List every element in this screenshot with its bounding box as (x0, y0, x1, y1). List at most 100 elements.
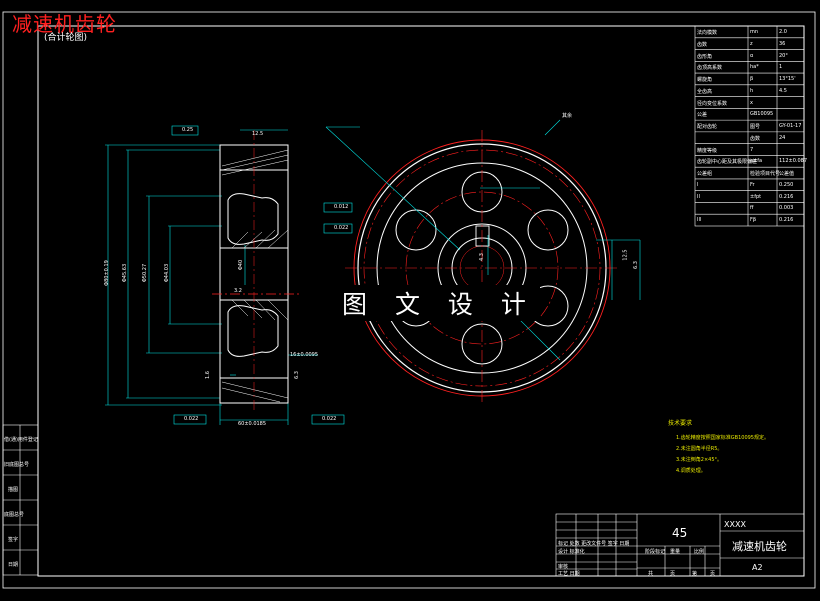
param-cell: 公差组 (697, 171, 713, 178)
param-cell: 1 (779, 64, 783, 71)
param-cell: 0.250 (779, 181, 794, 188)
roughness-top: 12.5 (252, 131, 264, 137)
param-cell: β (750, 76, 754, 83)
left-label: 签字 (8, 537, 19, 543)
left-label: 日期 (8, 562, 19, 568)
section-view (105, 125, 353, 425)
param-cell: 齿数 (750, 135, 761, 142)
keyway-dim: 16±0.0095 (290, 352, 319, 358)
param-cell: Fr (750, 181, 755, 188)
param-cell: 36 (779, 40, 786, 47)
param-cell: Fβ (750, 217, 757, 224)
width-dim: 60±0.0185 (238, 421, 267, 427)
param-cell: x (750, 99, 753, 106)
dia-outer: Φ80±0.19 (103, 260, 110, 286)
param-cell: 2.0 (779, 29, 787, 35)
param-cell: III (697, 217, 702, 224)
title-col-label: 阶段标记 (645, 549, 666, 555)
param-cell: 图号 (750, 124, 761, 131)
tech-note-item: 1.齿轮精度按照国家标准GB10095规定。 (676, 435, 769, 441)
tol-mid-a: 0.012 (334, 204, 349, 210)
param-cell: 全齿高 (697, 88, 713, 95)
param-cell: 0.003 (779, 205, 794, 212)
left-label: 底图总号 (4, 512, 25, 518)
param-cell: 公差 (697, 112, 708, 119)
dia-a: Φ45.63 (122, 263, 129, 283)
title-row-label: 标记 处数 更改文件号 签字 日期 (558, 541, 630, 547)
param-cell: 法向模数 (697, 30, 718, 36)
sheet-label: 页 (710, 571, 716, 577)
watermark: 图 文 设 计 (338, 285, 540, 321)
param-cell: 齿轮副中心距及其极限偏差 (697, 159, 758, 166)
param-cell: 0.216 (779, 193, 794, 200)
param-cell: 配对齿轮 (697, 124, 718, 131)
roughness-note: 其余 (562, 113, 573, 119)
left-label: 描图 (8, 487, 19, 493)
front-label-a: 12.5 (622, 249, 629, 261)
param-cell: h (750, 87, 754, 94)
param-cell: α (750, 52, 754, 59)
param-cell: 公差值 (779, 171, 795, 178)
sheet-label: 共 (648, 571, 654, 577)
hub-dim: Φ40 (238, 259, 245, 271)
title-col-label: 重量 (670, 549, 681, 555)
sheet-label: 页 (670, 571, 676, 577)
param-cell: ff (750, 205, 754, 212)
param-cell: 24 (779, 134, 786, 141)
tol-mid-b: 0.022 (334, 225, 349, 231)
sheet-label: 第 (692, 571, 698, 577)
front-view (325, 119, 641, 405)
param-cell: 112±0.087 (779, 158, 808, 165)
left-label: 借(通)用件登记 (4, 437, 38, 443)
dia-b: Φ50.27 (142, 263, 149, 283)
param-cell: mn (750, 29, 759, 35)
param-cell: 齿顶高系数 (697, 65, 723, 72)
roughness-mid: 3.2 (234, 288, 242, 294)
param-table-grid (694, 25, 805, 227)
material: 45 (672, 526, 688, 540)
param-cell: 齿数 (697, 41, 708, 48)
title-row-label: 审核 (558, 564, 569, 570)
left-label: 旧底图总号 (4, 462, 30, 468)
dia-c: Φ44.03 (164, 263, 171, 283)
title-block-grid (555, 513, 805, 577)
front-label-b: 6.3 (632, 261, 639, 269)
tech-note-item: 3.未注倒角2×45°。 (676, 457, 723, 463)
param-cell: 13°15' (779, 76, 796, 83)
part-name: 减速机齿轮 (732, 540, 787, 553)
tech-notes-heading: 技术要求 (668, 420, 693, 427)
param-cell: GY-01-17 (779, 123, 802, 130)
tech-note-item: 2.未注圆角半径R5。 (676, 446, 723, 452)
tol-bottom: 0.022 (184, 416, 199, 422)
param-cell: 0.216 (779, 217, 794, 224)
param-cell: ha* (750, 64, 759, 71)
param-cell: 7 (750, 146, 754, 153)
sheet-size: A2 (752, 563, 763, 572)
roughness-b: 1.6 (204, 371, 211, 379)
param-cell: 4.5 (779, 87, 787, 94)
param-cell: 20° (779, 52, 788, 59)
tol-bottom-right: 0.022 (322, 416, 337, 422)
param-cell: 检验项目代号 (750, 171, 781, 178)
param-cell: z (750, 40, 753, 47)
title-col-label: 比例 (694, 549, 705, 555)
inner-frame (37, 25, 805, 577)
key-depth: 4.3 (478, 253, 485, 261)
tol-top: 0.25 (182, 127, 194, 133)
param-cell: 螺旋角 (697, 77, 713, 84)
param-cell: ±fpt (750, 193, 762, 200)
drawing-code: XXXX (724, 520, 746, 529)
param-cell: GB10095 (750, 111, 774, 118)
drawing-subtitle: (合计轮图) (44, 33, 88, 43)
param-cell: 径向变位系数 (697, 100, 728, 107)
roughness-c: 6.3 (293, 371, 300, 379)
param-cell: I (697, 181, 699, 188)
drawing-title: 减速机齿轮 (12, 12, 117, 36)
param-cell: 齿形角 (697, 53, 713, 60)
left-column-grid (2, 424, 39, 576)
title-row-label: 工艺 日期 (558, 571, 580, 577)
param-cell: a±fa (750, 158, 763, 165)
outer-frame (2, 11, 816, 589)
